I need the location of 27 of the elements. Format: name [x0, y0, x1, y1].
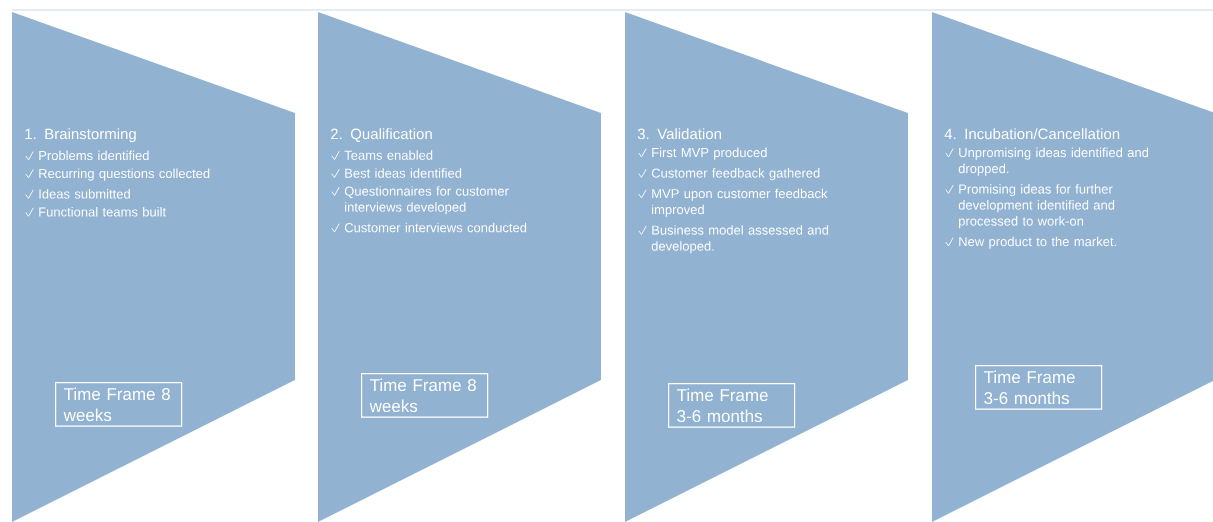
checklist-item: Recurring questions collected — [39, 168, 210, 181]
checklist-item: Teams enabled — [344, 150, 433, 160]
checklist-item: Promising ideas for further development identified and processed to work-on — [958, 184, 1115, 229]
stage-heading: 3. Validation — [637, 128, 721, 140]
checklist-item: First MVP produced — [652, 147, 767, 160]
chevron-shape — [318, 12, 601, 522]
checklist-item: Ideas submitted — [39, 189, 130, 199]
checklist-item: Problems identified — [39, 150, 149, 161]
chevron-shape — [932, 12, 1213, 522]
checklist-item: Questionnaires for customer interviews developed — [344, 186, 509, 215]
time-frame-box: Time Frame 8 weeks — [361, 373, 489, 418]
time-frame-box: Time Frame 8 weeks — [55, 382, 183, 427]
stage-heading: 1. Brainstorming — [25, 128, 136, 143]
checklist-item: Functional teams built — [39, 207, 166, 217]
chevron-shape — [12, 12, 295, 522]
checklist-item: Customer feedback gathered — [651, 168, 820, 181]
chevron-shape — [625, 12, 908, 522]
checklist-item: Customer interviews conducted — [344, 222, 527, 233]
checklist-item: Best ideas identified — [345, 168, 462, 178]
checklist-item: Unpromising ideas identified and dropped. — [958, 147, 1149, 176]
checklist-item: Business model assessed and developed. — [651, 225, 829, 254]
stage-heading: 4. Incubation/Cancellation — [944, 128, 1120, 140]
checklist-item: MVP upon customer feedback improved — [652, 188, 828, 217]
checklist-item: New product to the market. — [959, 236, 1116, 249]
stage-heading: 2. Qualification — [330, 128, 432, 142]
time-frame-box: Time Frame 3-6 months — [668, 383, 796, 428]
time-frame-box: Time Frame 3-6 months — [975, 365, 1103, 410]
